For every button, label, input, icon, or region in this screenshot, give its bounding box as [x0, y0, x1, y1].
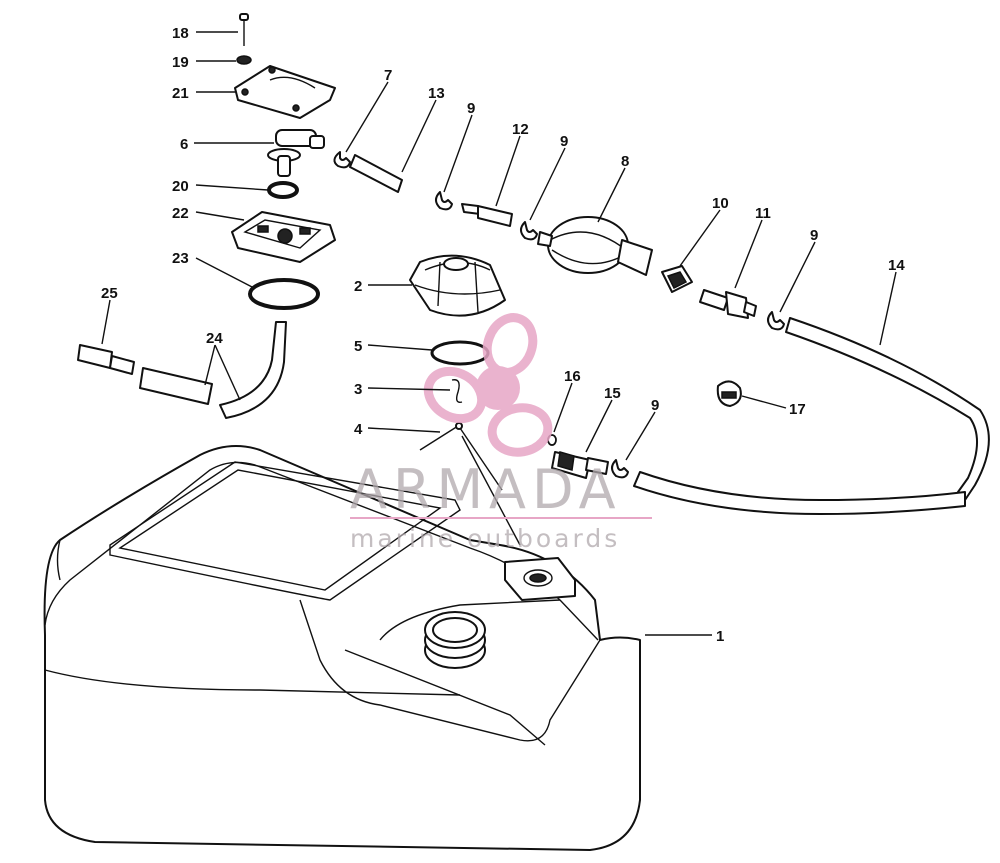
callout-18: 18 — [172, 25, 189, 42]
hose-clip — [435, 191, 453, 211]
leader-lines — [101, 31, 897, 636]
spring-clip — [451, 379, 463, 403]
callout-9-c: 9 — [810, 227, 818, 244]
washer — [236, 55, 252, 65]
retaining-ring — [430, 340, 490, 366]
fuel-tank — [43, 445, 641, 851]
watermark: ARMADA marine outboards — [350, 313, 652, 553]
callout-15: 15 — [604, 385, 621, 402]
callout-9-b: 9 — [560, 133, 568, 150]
tank-fitting — [267, 129, 325, 177]
hose-clamp — [661, 265, 693, 293]
callout-22: 22 — [172, 205, 189, 222]
callout-23: 23 — [172, 250, 189, 267]
engine-connector — [699, 289, 757, 319]
hose-pickup — [139, 321, 287, 419]
fuel-line-hose — [785, 317, 990, 501]
callout-8: 8 — [621, 153, 629, 170]
hose-clamp-small — [716, 380, 742, 407]
callout-25: 25 — [101, 285, 118, 302]
gauge-cap — [409, 254, 506, 317]
propeller-logo-icon — [423, 313, 553, 457]
clamp-plate — [234, 65, 336, 119]
hose-clip — [611, 459, 629, 479]
hose-clip — [520, 221, 538, 241]
callout-3: 3 — [354, 381, 362, 398]
callout-4: 4 — [354, 421, 363, 438]
fuel-gauge-assembly — [231, 211, 336, 263]
callout-9-d: 9 — [651, 397, 659, 414]
screw — [239, 13, 249, 46]
fuel-line-lower — [633, 471, 966, 515]
callout-20: 20 — [172, 178, 189, 195]
watermark-brand: ARMADA — [350, 458, 622, 521]
hose-clip — [767, 311, 785, 331]
callout-7: 7 — [384, 67, 392, 84]
hose-connector — [77, 344, 135, 375]
primer-bulb — [537, 216, 653, 276]
callout-6: 6 — [180, 136, 188, 153]
gasket-ring — [248, 278, 320, 310]
callout-13: 13 — [428, 85, 445, 102]
tank-outlet-fitting — [551, 451, 609, 479]
callout-5: 5 — [354, 338, 362, 355]
callout-11: 11 — [755, 205, 771, 222]
callout-20-21: 21 — [172, 85, 189, 102]
callout-16: 16 — [564, 368, 581, 385]
callout-19: 19 — [172, 54, 189, 71]
callout-2: 2 — [354, 278, 362, 295]
small-o-ring — [267, 181, 299, 199]
callout-numbers: 1 2 3 4 5 6 7 8 9 9 9 9 10 11 12 13 14 1… — [101, 25, 905, 645]
watermark-tagline: marine outboards — [350, 524, 620, 553]
float-arm — [419, 422, 521, 546]
callout-10: 10 — [712, 195, 729, 212]
hose-short — [349, 154, 403, 193]
hose-clip — [333, 151, 351, 169]
callout-9-a: 9 — [467, 100, 475, 117]
callout-24: 24 — [206, 330, 223, 347]
callout-1: 1 — [716, 628, 724, 645]
callout-14: 14 — [888, 257, 905, 274]
tank-connector — [461, 203, 513, 227]
callout-17: 17 — [789, 401, 806, 418]
callout-12: 12 — [512, 121, 529, 138]
